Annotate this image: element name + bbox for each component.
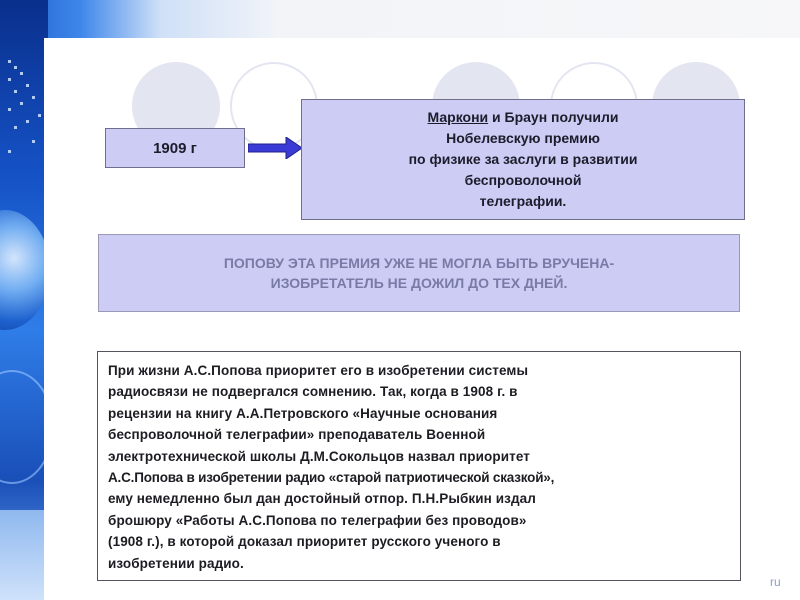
nobel-line-5: телеграфии. (479, 193, 567, 209)
left-decor-strip (0, 0, 48, 600)
text-line: (1908 г.), в которой доказал приоритет р… (108, 534, 501, 550)
popov-line-1: ПОПОВУ ЭТА ПРЕМИЯ УЖЕ НЕ МОГЛА БЫТЬ ВРУЧ… (223, 255, 615, 271)
year-box: 1909 г (105, 128, 245, 168)
footer-mark: ru (770, 575, 781, 589)
nobel-box: Маркони и Браун получили Нобелевскую пре… (301, 99, 745, 220)
text-line: А.С.Попова в изобретении радио «старой п… (108, 470, 555, 486)
text-line: электротехнической школы Д.М.Сокольцов н… (108, 448, 530, 464)
text-line: брошюру «Работы А.С.Попова по телеграфии… (108, 512, 527, 528)
nobel-line-2: Нобелевскую премию (446, 130, 600, 146)
nobel-line-4: беспроволочной (464, 172, 582, 188)
nobel-line-1: Маркони и Браун получили (409, 107, 638, 128)
marconi-link-text: Маркони (427, 109, 489, 125)
text-line: ему немедленно был дан достойный отпор. … (108, 491, 536, 507)
right-arrow-icon (248, 137, 302, 159)
popov-box: ПОПОВУ ЭТА ПРЕМИЯ УЖЕ НЕ МОГЛА БЫТЬ ВРУЧ… (98, 234, 740, 312)
text-line: изобретении радио. (108, 555, 244, 571)
top-decor-strip (0, 0, 800, 38)
text-line: радиосвязи не подвергался сомнению. Так,… (108, 384, 518, 400)
history-text-box: При жизни А.С.Попова приоритет его в изо… (97, 351, 741, 581)
year-text: 1909 г (153, 139, 197, 157)
text-line: При жизни А.С.Попова приоритет его в изо… (108, 363, 529, 378)
nobel-line-3: по физике за заслуги в развитии (408, 151, 638, 167)
ring-decor (0, 370, 48, 484)
globe-decor (0, 210, 48, 330)
nobel-line-1-rest: и Браун получили (488, 109, 619, 125)
city-decor (0, 510, 48, 600)
popov-line-2: ИЗОБРЕТАТЕЛЬ НЕ ДОЖИЛ ДО ТЕХ ДНЕЙ. (270, 275, 568, 291)
text-line: беспроволочной телеграфии» преподаватель… (108, 427, 486, 443)
text-line: рецензии на книгу А.А.Петровского «Научн… (108, 405, 498, 421)
